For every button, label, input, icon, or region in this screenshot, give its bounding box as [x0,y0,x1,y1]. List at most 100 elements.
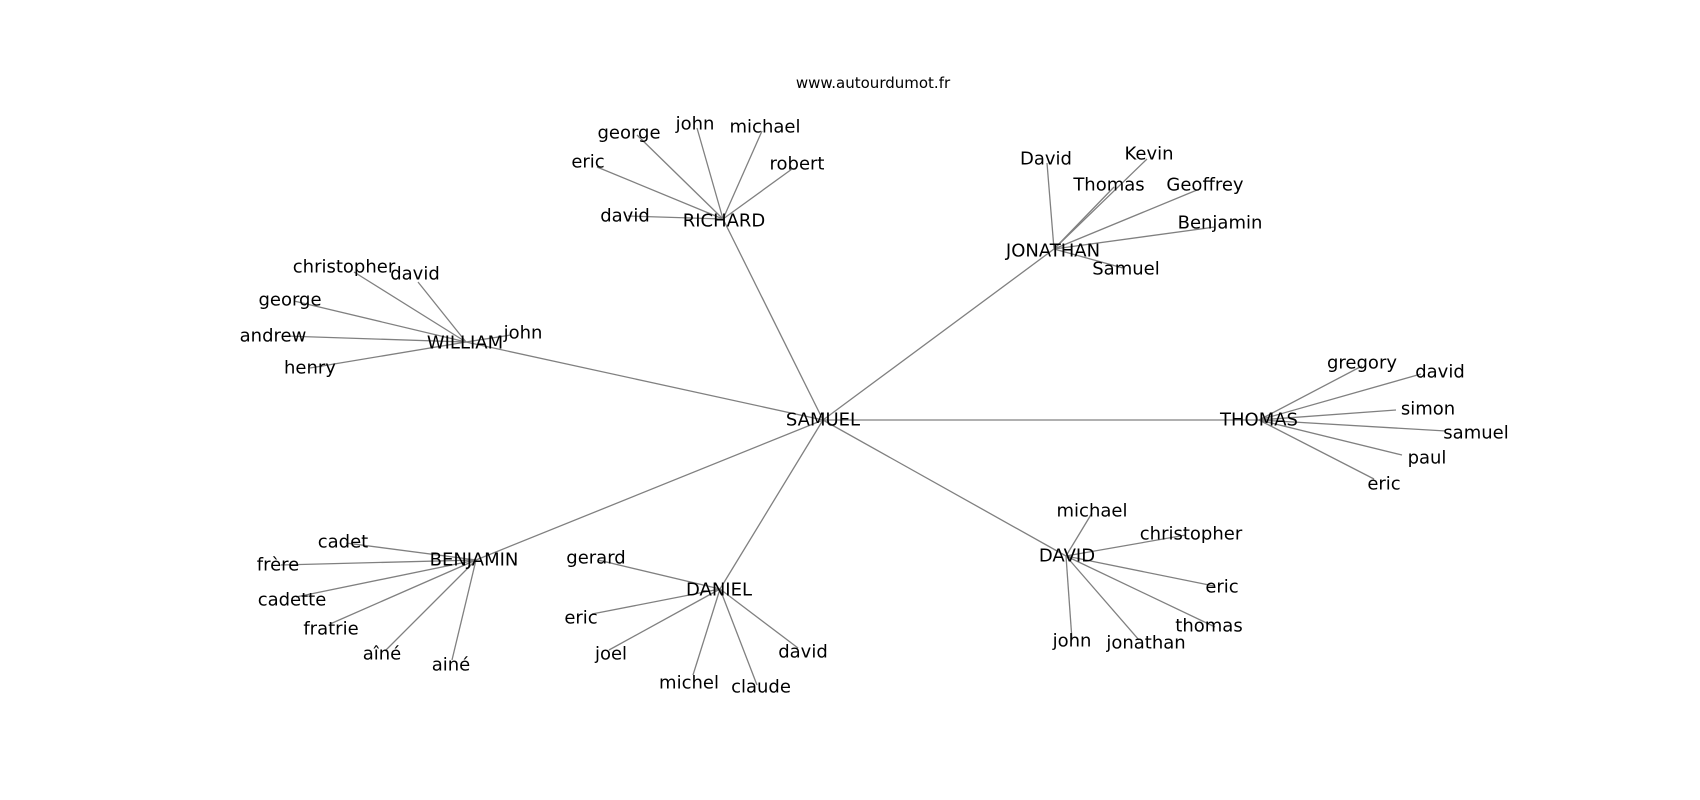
edge-thomas-eric [1258,419,1375,480]
edge-william-christopher [353,271,467,343]
edge-daniel-david [719,588,799,649]
node-leaf-benjamin-cadette: cadette [258,590,327,611]
node-leaf-benjamin-aine: ainé [432,655,471,676]
node-leaf-william-david: david [390,264,440,285]
edge-david-eric [1065,555,1215,587]
edge-center-richard [722,218,824,421]
node-leaf-richard-michael: michael [730,117,801,138]
node-hub-benjamin: BENJAMIN [430,550,519,571]
edge-jonathan-benjamin [1053,226,1216,250]
node-leaf-william-john: john [503,323,543,344]
edge-daniel-michel [692,588,721,676]
edge-center-daniel [719,419,824,590]
edge-benjamin-cadet [345,542,477,561]
node-hub-jonathan: JONATHAN [1005,241,1100,262]
edge-jonathan-thomas [1053,186,1115,250]
node-leaf-david-michael: michael [1057,501,1128,522]
edge-richard-michael [722,130,763,220]
node-leaf-jonathan-geoffrey: Geoffrey [1166,175,1244,196]
edge-william-henry [309,341,467,369]
labels-layer: SAMUEL RICHARD george john michael eric robert… [240,114,1509,698]
node-center: SAMUEL [786,410,860,431]
edge-richard-george [636,134,724,220]
node-leaf-richard-eric: eric [571,152,604,173]
edge-center-jonathan [822,248,1055,421]
edge-jonathan-kevin [1053,158,1148,250]
edge-jonathan-samuel [1053,248,1124,269]
node-leaf-jonathan-thomas: Thomas [1072,175,1144,196]
node-leaf-richard-george: george [597,123,660,144]
edge-daniel-claude [719,588,758,686]
edge-william-andrew [284,335,467,343]
node-leaf-jonathan-david: David [1020,149,1072,170]
node-leaf-daniel-gerard: gerard [566,548,625,569]
edge-william-john [465,334,512,343]
edge-david-thomas [1065,555,1216,628]
edge-thomas-gregory [1258,365,1363,421]
edge-david-christopher [1065,534,1187,557]
watermark: www.autourdumot.fr [796,74,951,92]
node-leaf-jonathan-benjamin: Benjamin [1178,213,1263,234]
edge-jonathan-geoffrey [1053,189,1198,250]
node-hub-william: WILLIAM [427,333,503,354]
edges-layer [280,127,1447,686]
edge-david-jonathan [1065,555,1140,641]
node-hub-david: DAVID [1039,546,1095,567]
node-leaf-william-henry: henry [284,358,336,379]
node-leaf-daniel-claude: claude [731,677,791,698]
node-leaf-david-thomas: thomas [1175,616,1242,637]
edge-richard-john [696,127,724,220]
edge-center-david [822,419,1067,557]
node-leaf-daniel-david: david [778,642,828,663]
node-leaf-david-john: john [1052,631,1092,652]
edge-daniel-eric [591,588,721,615]
node-leaf-william-andrew: andrew [240,326,307,347]
node-leaf-richard-robert: robert [770,154,825,175]
node-leaf-david-christopher: christopher [1140,524,1243,545]
node-leaf-benjamin-cadet: cadet [318,532,368,553]
node-leaf-thomas-eric: eric [1367,474,1400,495]
edge-benjamin-fratrie [329,559,477,625]
node-hub-daniel: DANIEL [686,580,752,601]
node-hub-thomas: THOMAS [1219,410,1298,431]
edge-benjamin-aine [451,559,477,661]
node-leaf-thomas-paul: paul [1408,448,1447,469]
edge-david-john [1065,555,1073,641]
edge-benjamin-cadette [295,559,477,598]
edge-daniel-gerard [597,559,721,590]
node-leaf-benjamin-frere: frère [257,555,300,576]
edge-thomas-samuel [1258,419,1447,432]
node-leaf-daniel-joel: joel [594,644,627,665]
node-leaf-benjamin-aine: aîné [363,644,402,665]
node-leaf-thomas-simon: simon [1401,399,1455,420]
node-leaf-jonathan-kevin: Kevin [1124,144,1173,165]
edge-daniel-joel [608,588,721,651]
node-leaf-thomas-gregory: gregory [1327,353,1397,374]
node-leaf-benjamin-fratrie: fratrie [303,619,358,640]
node-leaf-richard-david: david [600,206,650,227]
node-leaf-jonathan-samuel: Samuel [1092,259,1159,280]
edge-thomas-paul [1258,419,1403,456]
node-leaf-daniel-michel: michel [659,673,719,694]
edge-center-william [465,341,824,421]
edge-richard-eric [596,166,724,220]
edge-william-george [293,300,467,343]
edge-richard-robert [722,168,793,220]
node-leaf-david-eric: eric [1205,577,1238,598]
edge-jonathan-david [1046,162,1055,250]
edge-center-benjamin [475,419,824,561]
edge-benjamin-aine [384,559,477,652]
node-leaf-richard-john: john [675,114,715,135]
edge-benjamin-frere [280,559,477,566]
node-hub-richard: RICHARD [683,211,766,232]
node-leaf-david-jonathan: jonathan [1105,633,1185,654]
edge-david-michael [1065,512,1093,557]
edge-thomas-david [1258,373,1422,421]
node-leaf-thomas-samuel: samuel [1443,423,1508,444]
node-leaf-daniel-eric: eric [564,608,597,629]
edge-thomas-simon [1258,409,1397,421]
edge-william-david [417,281,467,343]
node-leaf-william-george: george [258,290,321,311]
edge-richard-david [627,215,724,220]
